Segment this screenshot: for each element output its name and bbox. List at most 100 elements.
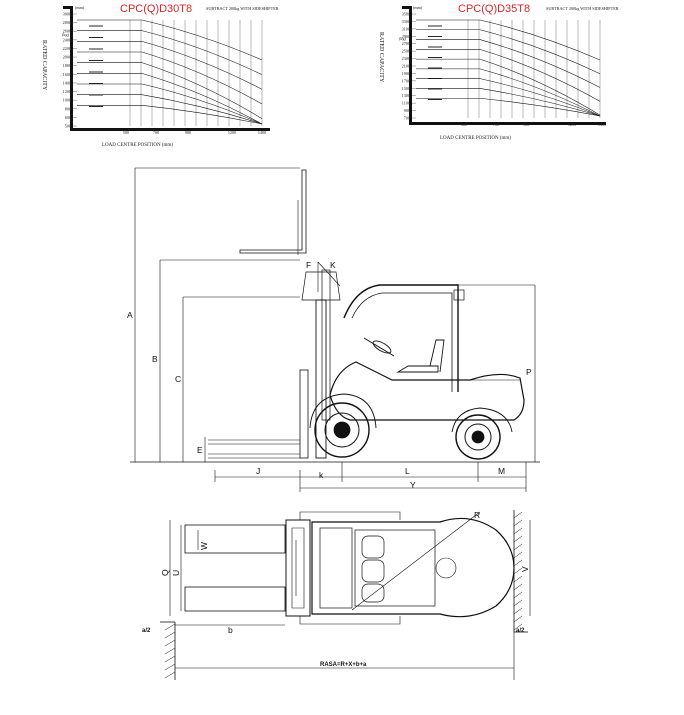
fork-top — [184, 524, 286, 554]
capacity-curve — [77, 83, 263, 125]
right-wall-hatch — [513, 511, 523, 631]
chart-grid — [412, 13, 601, 119]
hatch-line — [513, 511, 523, 519]
left-wall-hatch — [164, 623, 176, 679]
dim-label-a2-left: a/2 — [142, 628, 151, 634]
y-tick-label: 2700 — [402, 41, 410, 46]
chart-unit-left: (kg) — [62, 32, 70, 37]
lowered-fork — [208, 439, 300, 459]
x-axis-label: LOAD CENTRE POSITION (mm) — [102, 143, 173, 148]
seat-top-1 — [361, 535, 385, 559]
capacity-curve — [416, 49, 601, 102]
y-tick-label: 1400 — [63, 80, 71, 85]
dim-label-V: V — [520, 566, 530, 572]
dim-label-L: L — [405, 466, 410, 476]
carriage — [299, 369, 309, 459]
y-tick-label: 1800 — [63, 63, 71, 68]
x-axis-label: LOAD CENTRE POSITION (mm) — [440, 136, 511, 141]
chart-unit-top: (mm) — [75, 5, 85, 10]
capacity-chart-35t8: CPC(Q)D35T8 SUBTRACT 200kg WITH SIDESHIF… — [378, 3, 619, 141]
capacity-curve — [416, 19, 601, 61]
dim-line-K — [317, 261, 341, 287]
y-tick-label: 800 — [65, 106, 71, 111]
y-tick-label: 3000 — [63, 12, 71, 17]
capacity-curve — [416, 88, 601, 117]
capacity-curve — [416, 78, 601, 117]
hatch-line — [513, 615, 523, 623]
dim-label-R: R — [474, 510, 480, 520]
y-tick-label: 2200 — [63, 46, 71, 51]
capacity-curve — [416, 29, 601, 75]
y-axis-label: RATED CAPACITY — [378, 32, 384, 83]
y-tick-label: 1000 — [63, 98, 71, 103]
y-tick-label: 2100 — [402, 64, 410, 69]
y-tick-label: 1700 — [402, 78, 410, 83]
y-tick-labels: 3000280026002400220020001800160014001200… — [63, 12, 71, 129]
y-tick-label: 1200 — [63, 89, 71, 94]
front-wheel-top — [299, 511, 401, 520]
capacity-curve — [416, 68, 601, 117]
dim-label-Y: Y — [410, 480, 416, 490]
hatch-line — [513, 527, 523, 535]
chart-title: CPC(Q)D30T8 — [120, 3, 192, 15]
y-axis-label: RATED CAPACITY — [41, 40, 47, 91]
dim-label-k: k — [319, 470, 324, 480]
y-tick-label: 1100 — [402, 101, 410, 106]
hatch-line — [513, 551, 523, 559]
chart-subtitle: SUBTRACT 200kg WITH SIDESHIFTER — [546, 6, 619, 11]
side-view — [130, 167, 540, 492]
y-tick-label: 2900 — [402, 34, 410, 39]
rear-fender — [451, 407, 513, 433]
chart-frame — [63, 6, 270, 131]
truck-body — [329, 361, 525, 421]
y-tick-label: 500 — [65, 124, 71, 129]
chart-curves — [77, 19, 263, 125]
y-tick-label: 900 — [404, 108, 410, 113]
x-tick-label: 700 — [153, 130, 159, 135]
seat-back — [429, 339, 445, 373]
hatch-line — [513, 623, 523, 631]
x-tick-label: 500 — [461, 122, 467, 127]
hatch-line — [513, 519, 523, 527]
hatch-line — [164, 623, 176, 631]
capacity-curve — [77, 62, 263, 119]
overhead-guard-inner — [351, 292, 453, 392]
dim-label-a2-right: a/2 — [516, 628, 525, 634]
raised-fork — [239, 169, 307, 254]
y-tick-label: 600 — [65, 115, 71, 120]
counterweight-hole — [435, 557, 457, 579]
chart-unit-left: (kg) — [399, 36, 407, 41]
y-tick-label: 1600 — [63, 72, 71, 77]
front-wheel-bottom — [299, 616, 401, 625]
front-rim — [324, 412, 360, 448]
y-tick-label: 2300 — [402, 56, 410, 61]
steering-wheel — [372, 340, 392, 354]
capacity-curve — [77, 41, 263, 90]
dim-label-M: M — [498, 466, 505, 476]
hatch-line — [513, 559, 523, 567]
chart-frame — [402, 6, 606, 125]
dim-label-W: W — [199, 542, 209, 550]
capacity-curve — [77, 30, 263, 75]
dim-label-B: B — [152, 354, 158, 364]
hatch-line — [513, 599, 523, 607]
top-view — [160, 510, 531, 680]
dim-label-E: E — [197, 445, 203, 455]
rasa-formula: RASA=R+X+b+a — [320, 662, 367, 668]
carriage-top-view — [285, 519, 311, 617]
hatch-line — [513, 583, 523, 591]
chart-title: CPC(Q)D35T8 — [458, 3, 530, 15]
overhead-guard — [343, 284, 459, 392]
hatch-line — [513, 543, 523, 551]
dim-label-b: b — [228, 625, 233, 635]
hatch-line — [513, 575, 523, 583]
capacity-curve — [77, 105, 263, 125]
chart-grid — [73, 13, 263, 127]
y-tick-label: 3100 — [402, 26, 410, 31]
chart-curves — [416, 19, 601, 117]
hatch-line — [164, 663, 176, 671]
y-tick-label: 1900 — [402, 71, 410, 76]
dim-label-P: P — [526, 367, 532, 377]
